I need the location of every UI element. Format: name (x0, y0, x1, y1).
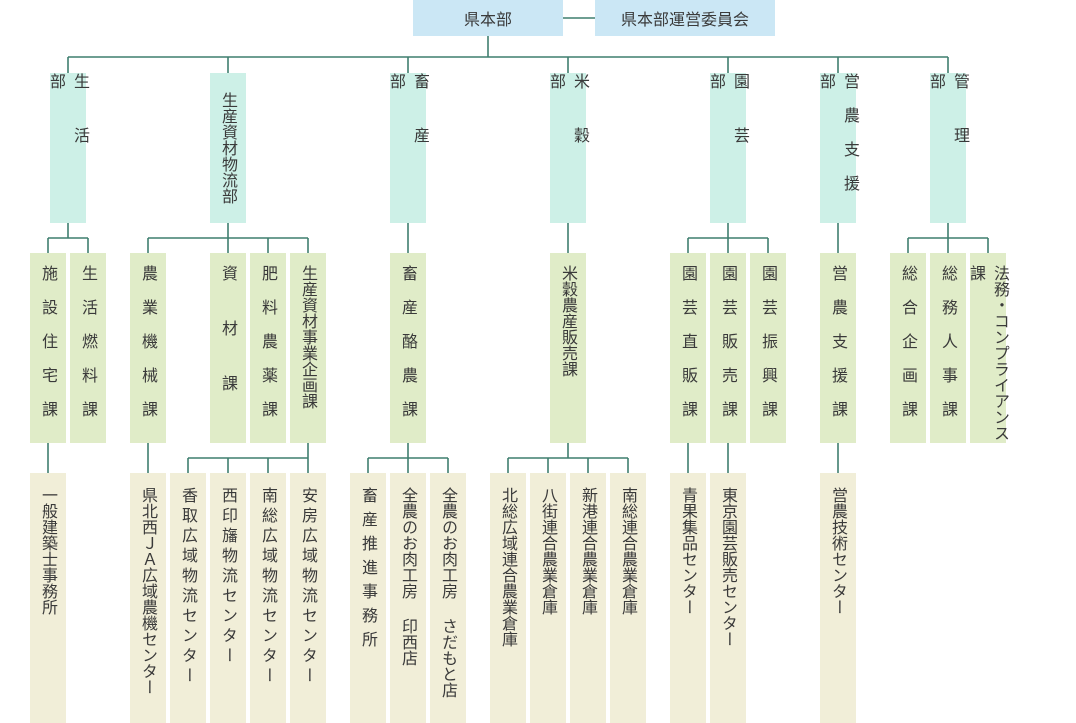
department-6: 営農支援部 (817, 73, 860, 223)
facility-7: 畜産推進事務所 (350, 473, 386, 723)
facility-16: 営農技術センター (820, 473, 856, 723)
section-1: 施設住宅課 (30, 253, 66, 443)
headquarters-box: 県本部 (413, 0, 563, 36)
department-4: 米穀部 (547, 73, 590, 223)
facility-3: 香取広域物流センター (170, 473, 206, 723)
facility-15: 東京園芸販売センター (710, 473, 746, 723)
department-2: 生産資材物流部 (210, 73, 246, 223)
facility-2: 県北西ＪＡ広域農機センター (130, 473, 166, 723)
section-5: 肥料農薬課 (250, 253, 286, 443)
facility-8: 全農のお肉工房 印西店 (390, 473, 426, 723)
section-15: 法務・コンプライアンス課 (967, 253, 1010, 443)
section-10: 園芸販売課 (710, 253, 746, 443)
section-8: 米穀農産販売課 (550, 253, 586, 443)
facility-6: 安房広域物流センター (290, 473, 326, 723)
facility-13: 南総連合農業倉庫 (610, 473, 646, 723)
facility-14: 青果集品センター (670, 473, 706, 723)
section-11: 園芸振興課 (750, 253, 786, 443)
department-3: 畜産部 (387, 73, 430, 223)
section-13: 総合企画課 (890, 253, 926, 443)
section-12: 営農支援課 (820, 253, 856, 443)
department-7: 管理部 (927, 73, 970, 223)
facility-1: 一般建築士事務所 (30, 473, 66, 723)
section-6: 生産資材事業企画課 (290, 253, 326, 443)
section-9: 園芸直販課 (670, 253, 706, 443)
committee-box: 県本部運営委員会 (595, 0, 775, 36)
facility-5: 南総広域物流センター (250, 473, 286, 723)
section-2: 生活燃料課 (70, 253, 106, 443)
facility-4: 西印旛物流センター (210, 473, 246, 723)
department-5: 園芸部 (707, 73, 750, 223)
section-4: 資材課 (210, 253, 246, 443)
section-3: 農業機械課 (130, 253, 166, 443)
facility-11: 八街連合農業倉庫 (530, 473, 566, 723)
facility-9: 全農のお肉工房 さだもと店 (430, 473, 466, 723)
facility-12: 新港連合農業倉庫 (570, 473, 606, 723)
department-1: 生活部 (47, 73, 90, 223)
facility-10: 北総広域連合農業倉庫 (490, 473, 526, 723)
section-7: 畜産酪農課 (390, 253, 426, 443)
section-14: 総務人事課 (930, 253, 966, 443)
